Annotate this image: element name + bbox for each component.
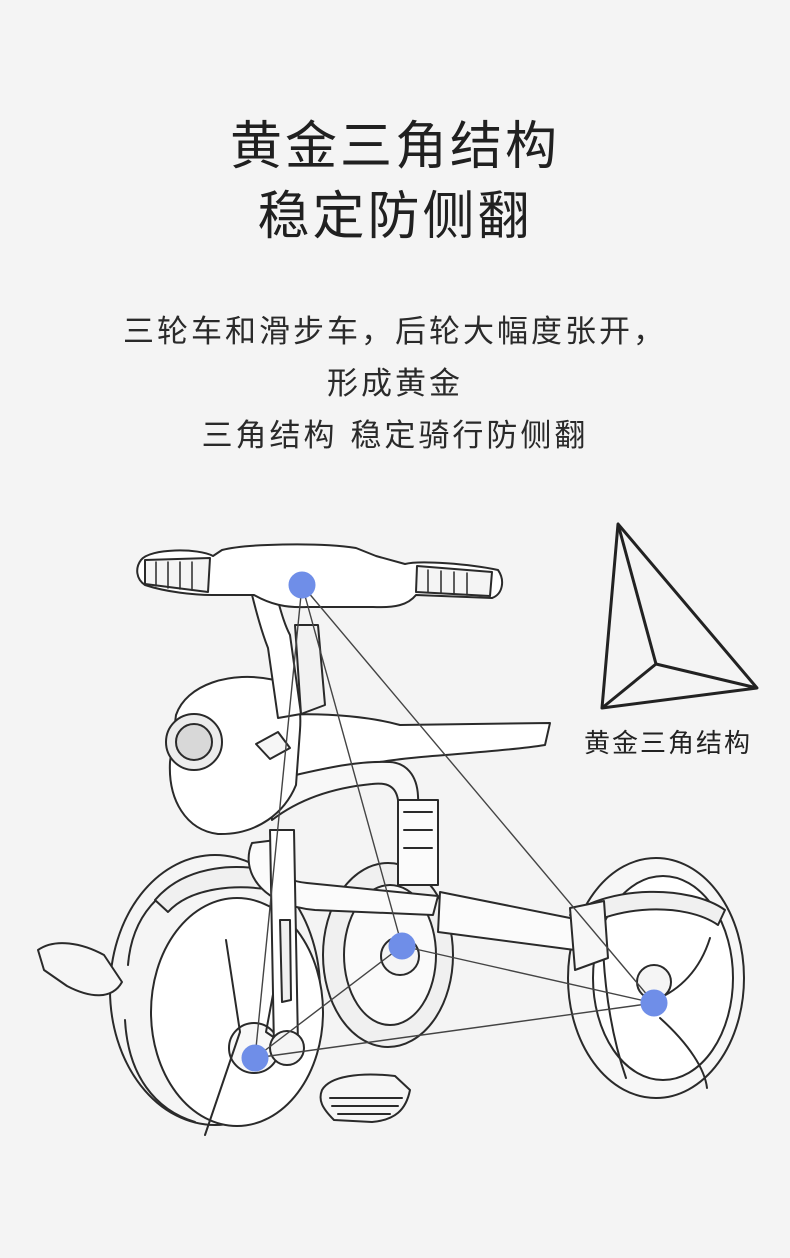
description-line-3: 三角结构 稳定骑行防侧翻 — [201, 418, 589, 454]
right-point — [640, 989, 668, 1017]
stability-points — [241, 571, 668, 1072]
description-line-2: 形成黄金 — [327, 366, 463, 402]
left-point — [241, 1044, 269, 1072]
description-line-1: 三轮车和滑步车，后轮大幅度张开， — [123, 314, 667, 350]
triangle-diagram-icon — [600, 522, 759, 710]
triangle-diagram-label: 黄金三角结构 — [584, 729, 753, 759]
description: 三轮车和滑步车，后轮大幅度张开， 形成黄金 三角结构 稳定骑行防侧翻 — [0, 306, 790, 462]
tricycle-sketch — [37, 543, 745, 1136]
headline-line-2: 稳定防侧翻 — [257, 187, 533, 247]
tricycle-illustration — [37, 522, 759, 1136]
stability-lines — [254, 584, 655, 1059]
headline-line-1: 黄金三角结构 — [229, 117, 560, 177]
headline: 黄金三角结构 稳定防侧翻 — [0, 112, 790, 252]
middle-point — [388, 932, 416, 960]
top-point — [288, 571, 316, 599]
